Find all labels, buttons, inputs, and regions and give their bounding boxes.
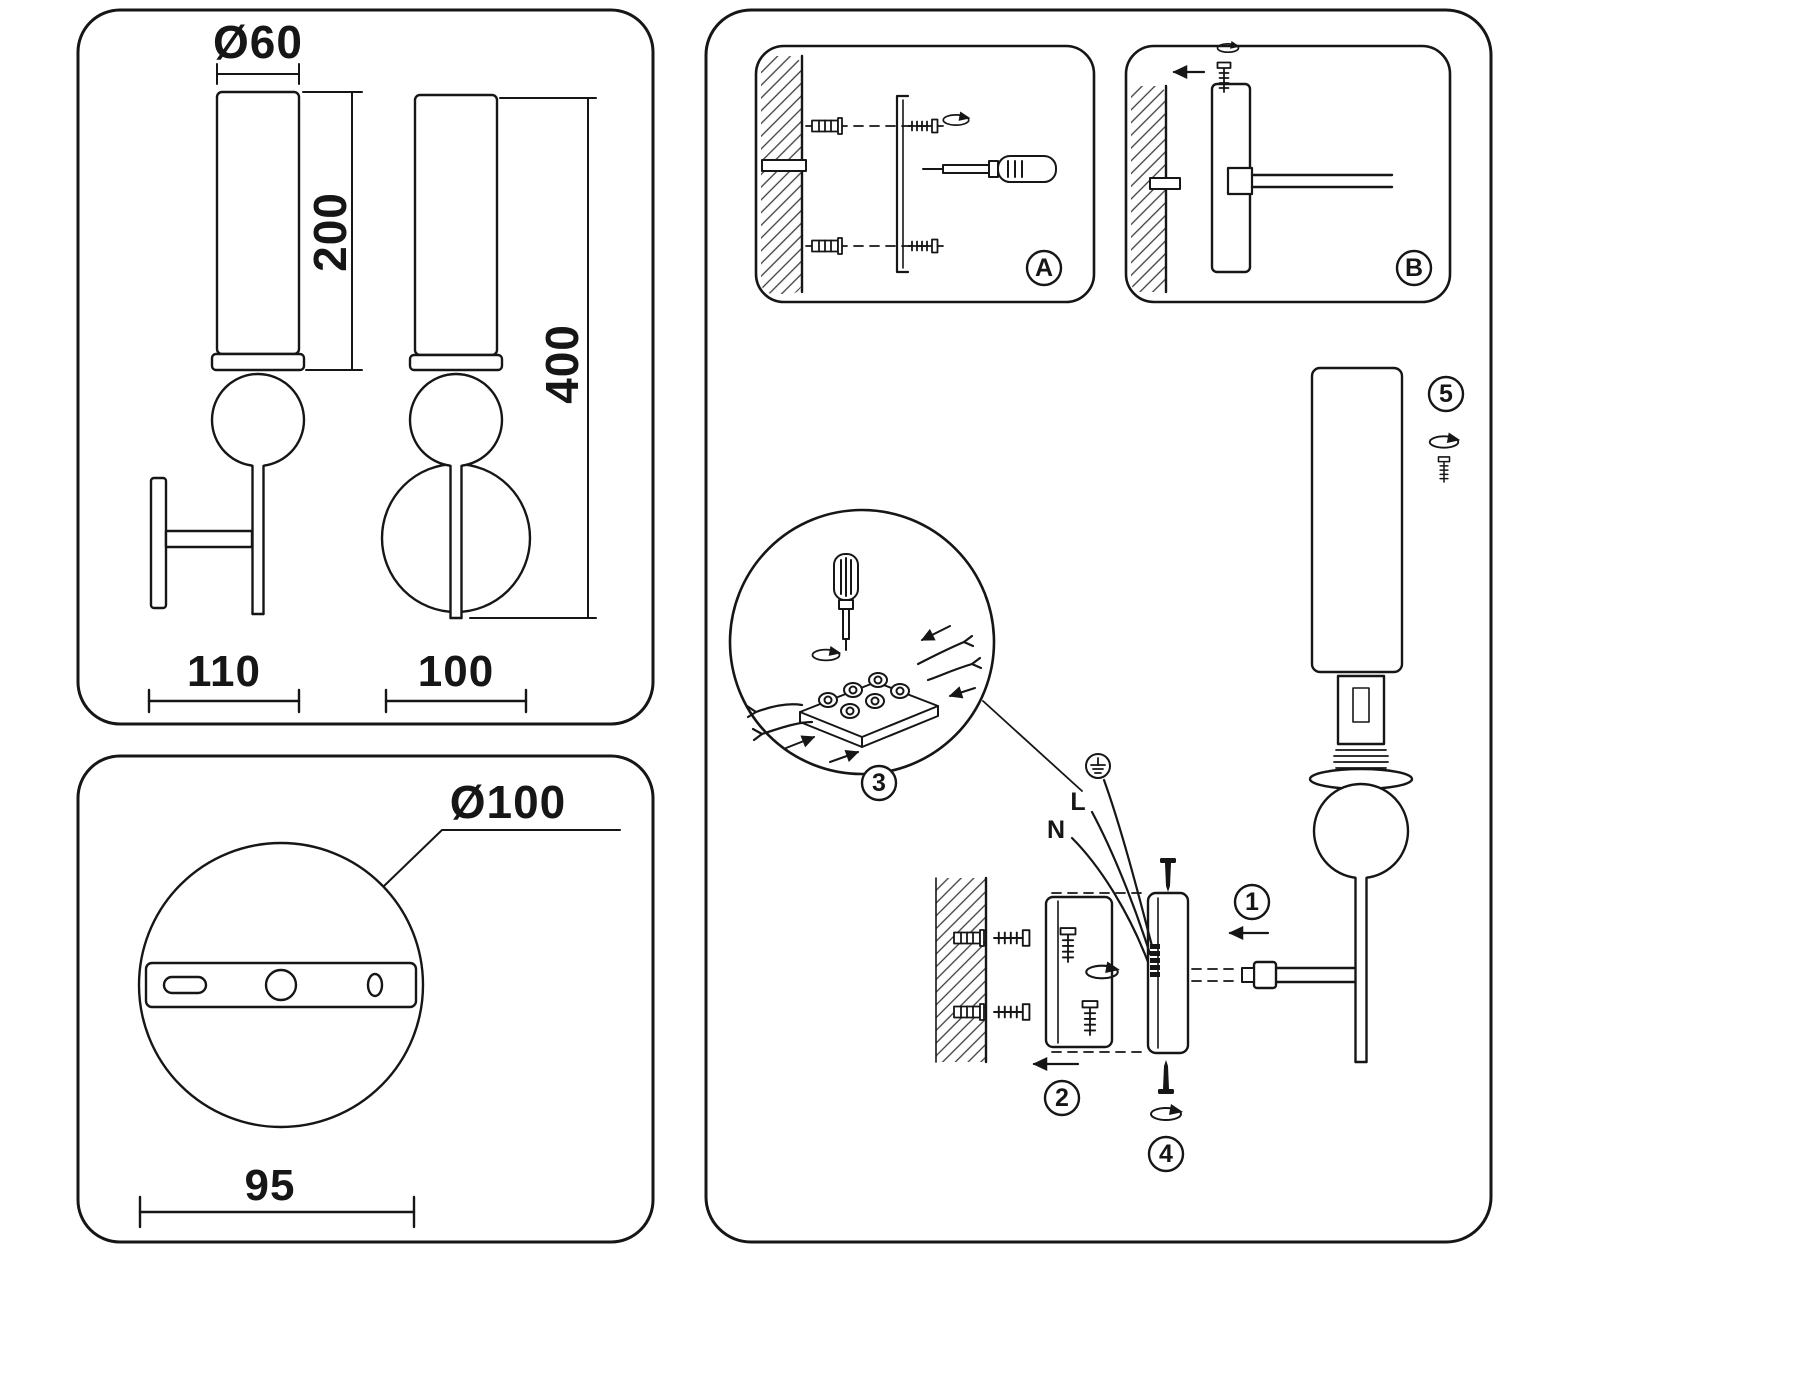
- screw-icon: [1081, 1000, 1099, 1036]
- insert-arrows: [785, 625, 976, 763]
- ground-symbol-icon: [1085, 753, 1111, 779]
- dim-label-shade-diameter: Ø60: [213, 16, 303, 68]
- glass-shade: [413, 93, 499, 357]
- wall-ledge: [761, 159, 807, 172]
- lamp-socket: [1352, 687, 1370, 723]
- base-detail-panel: Ø100 95: [76, 754, 655, 1244]
- wall-anchor-icon: [811, 117, 843, 135]
- arm: [1241, 960, 1357, 990]
- dimension-slot-spacing: [138, 1195, 416, 1229]
- wall-ledge: [1149, 177, 1181, 190]
- step-label-3: 3: [872, 769, 886, 797]
- terminal-barrels: [818, 672, 910, 719]
- step-badge-3: 3: [860, 764, 898, 802]
- socket-sleeve: [1336, 674, 1386, 746]
- mounting-bar: [144, 961, 418, 1009]
- screw-icon: [993, 929, 1031, 947]
- step-label-b: B: [1405, 254, 1423, 282]
- dimension-shade-height: [302, 91, 363, 371]
- step-badge-4: 4: [1147, 1135, 1185, 1173]
- wall-anchor-icon: [811, 237, 843, 255]
- dim-label-front-width: 110: [187, 647, 261, 696]
- leader-line: [982, 700, 1083, 792]
- shade-holder: [210, 352, 306, 372]
- dimension-front-width: [147, 688, 301, 714]
- screw-icon: [907, 238, 939, 254]
- screwdriver-icon: [833, 553, 859, 651]
- step-badge-5: 5: [1427, 375, 1465, 413]
- mounting-slot: [162, 975, 208, 995]
- lamp-side-view: [380, 93, 532, 620]
- screw-icon: [1059, 927, 1077, 963]
- step-label-a: A: [1035, 254, 1053, 282]
- wire-label-live: L: [1070, 788, 1085, 816]
- step-badge-1: 1: [1233, 883, 1271, 921]
- dim-label-side-width: 100: [418, 647, 494, 696]
- lamp-body: [1191, 366, 1414, 1064]
- wall-anchor-icon: [953, 1003, 985, 1021]
- supply-wires: [1070, 778, 1160, 977]
- bracket-profile: [895, 94, 910, 274]
- dim-label-plate-diameter: Ø100: [450, 776, 567, 828]
- screw-icon: [993, 1003, 1031, 1021]
- step-label-1: 1: [1245, 888, 1259, 916]
- step-label-5: 5: [1439, 380, 1453, 408]
- step-badge-b: B: [1395, 249, 1433, 287]
- panel-border: [704, 8, 1493, 1244]
- spec-panel: Ø60 200 400 110: [76, 8, 655, 726]
- dim-label-total-height: 400: [536, 324, 588, 404]
- dimension-side-width: [384, 688, 528, 714]
- lamp-front-view: [149, 90, 306, 616]
- screw-icon: [1437, 456, 1451, 483]
- wall-hatch: [1131, 86, 1166, 292]
- wiring-detail: 3: [728, 508, 1083, 802]
- step-label-2: 2: [1055, 1084, 1069, 1112]
- step-badge-a: A: [1025, 249, 1063, 287]
- glass-shade: [215, 90, 301, 356]
- install-panel: A B: [704, 8, 1493, 1244]
- glass-shade: [1310, 366, 1404, 674]
- ball-joint: [1312, 782, 1410, 880]
- wall-hatch: [936, 878, 986, 1062]
- main-assembly: L N: [935, 366, 1465, 1173]
- dimension-shade-diameter: [216, 63, 300, 85]
- dim-label-shade-height: 200: [304, 192, 356, 272]
- ball-joint: [210, 372, 306, 468]
- wall-plate: [149, 476, 168, 610]
- wall-anchor-icon: [953, 929, 985, 947]
- cable-hole: [264, 968, 298, 1002]
- step-label-4: 4: [1159, 1140, 1173, 1168]
- wire-label-neutral: N: [1047, 816, 1065, 844]
- arm: [164, 529, 254, 549]
- screw-icon: [907, 118, 939, 134]
- shade-holder: [408, 353, 504, 372]
- terminal-block: [799, 672, 939, 748]
- step-badge-2: 2: [1043, 1079, 1081, 1117]
- leader-line: [383, 829, 621, 887]
- mounting-bracket: [1044, 895, 1114, 1049]
- dim-label-slot-spacing: 95: [245, 1161, 296, 1210]
- wall-hatch: [761, 56, 802, 294]
- screwdriver-icon: [922, 155, 1057, 183]
- stem: [251, 462, 265, 616]
- stem: [1354, 876, 1368, 1064]
- stem: [449, 462, 463, 620]
- lamp-arm-profile: [1226, 166, 1394, 196]
- thread: [1333, 749, 1389, 769]
- wires: [745, 634, 983, 742]
- detail-b: B: [1124, 40, 1452, 304]
- screw-hole: [366, 972, 384, 998]
- dimension-total-height: [469, 97, 597, 619]
- ball-joint: [408, 372, 504, 468]
- screw-icon: [1216, 61, 1232, 93]
- detail-a: A: [754, 44, 1096, 304]
